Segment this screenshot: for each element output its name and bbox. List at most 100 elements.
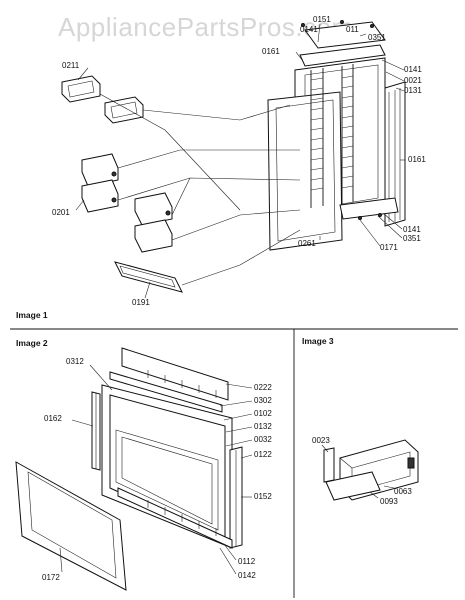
pointer [383, 213, 403, 230]
part-0201-shelf-4 [134, 219, 173, 253]
pointer [317, 23, 321, 43]
pointer [377, 215, 403, 239]
part-0172-front-frame [15, 461, 127, 591]
front-frame-inner [27, 471, 117, 579]
part-0201-shelves [81, 153, 173, 253]
pointer [77, 67, 89, 81]
section-title-image2: Image 2 [16, 338, 48, 348]
label-0032: 0032 [254, 435, 272, 444]
label-0351-top: 0351 [368, 33, 386, 42]
label-0161-top: 0161 [262, 47, 280, 56]
part-0141-bottom-rail [339, 197, 399, 220]
door-window [115, 429, 219, 531]
pointer [225, 439, 253, 447]
label-0141-bottom: 0141 [403, 225, 421, 234]
part-0112-bottom-trim [117, 487, 233, 549]
pointer [385, 71, 405, 82]
part-0093-drawer-tray [325, 471, 381, 501]
screw-row [147, 370, 217, 398]
label-0351-bottom: 0351 [403, 234, 421, 243]
section-title-image3: Image 3 [302, 336, 334, 346]
label-0141-right: 0141 [404, 65, 422, 74]
label-0063: 0063 [394, 487, 412, 496]
shelf-rail-inner [119, 265, 176, 288]
label-0161-right: 0161 [408, 155, 426, 164]
label-0191: 0191 [132, 298, 150, 307]
image2-group: Image 2 [15, 338, 272, 591]
label-0152: 0152 [254, 492, 272, 501]
pointer [219, 547, 237, 575]
pointer [225, 426, 253, 433]
ladder-rungs-right [341, 75, 354, 189]
label-0142: 0142 [238, 571, 256, 580]
label-011: 011 [346, 25, 359, 34]
leader-line [171, 177, 191, 216]
section-title-image1: Image 1 [16, 310, 48, 320]
pointer [89, 364, 113, 391]
part-0023-drawer-front [323, 447, 335, 483]
image1-group: 0151 0141 011 0351 0161 0141 0021 0131 0… [16, 15, 426, 320]
leader-line [99, 93, 241, 211]
screw-icon [358, 216, 362, 220]
pointer [223, 413, 253, 421]
screw-icon [340, 20, 344, 24]
label-0201: 0201 [52, 208, 70, 217]
part-0351-top-plate [304, 21, 386, 49]
pointer [369, 491, 379, 499]
label-0131: 0131 [404, 86, 422, 95]
label-0102: 0102 [254, 409, 272, 418]
pointer [321, 444, 329, 453]
pointer [144, 281, 151, 299]
label-0112: 0112 [238, 557, 256, 566]
label-0162: 0162 [44, 414, 62, 423]
label-0312: 0312 [66, 357, 84, 366]
clip-icon [111, 171, 117, 177]
part-0201-shelf-2 [81, 179, 119, 213]
part-0141-top-rail [299, 44, 386, 67]
leader-line [181, 229, 301, 286]
screw-icon [370, 24, 374, 28]
bin-1-inner [67, 80, 95, 98]
label-0132: 0132 [254, 422, 272, 431]
label-0122: 0122 [254, 450, 272, 459]
part-0211-bin-2 [104, 96, 144, 124]
part-0261-door-frame [267, 91, 343, 251]
part-0201-shelf-3 [134, 192, 173, 226]
pointer [223, 543, 237, 561]
clip-icon [165, 210, 171, 216]
label-0172: 0172 [42, 573, 60, 582]
screw-row-bottom [147, 500, 217, 536]
label-0023: 0023 [312, 436, 330, 445]
latch-icon [407, 457, 415, 469]
screw-icon [378, 213, 382, 217]
label-0141-top: 0141 [300, 25, 318, 34]
pointer [359, 219, 381, 247]
pointer [295, 51, 303, 61]
label-0302: 0302 [254, 396, 272, 405]
label-0151: 0151 [313, 15, 331, 24]
leader-line [142, 104, 291, 121]
door-frame-inner [275, 99, 336, 242]
label-0171: 0171 [380, 243, 398, 252]
pointer [219, 400, 253, 407]
image3-group: Image 3 0023 0063 0093 [302, 336, 419, 506]
label-0021: 0021 [404, 76, 422, 85]
ladder-rungs-left [310, 77, 324, 191]
label-0211: 0211 [62, 61, 80, 70]
part-0222-top-panel [121, 347, 229, 401]
part-0211-bin-1 [61, 75, 101, 103]
door-window-inner [121, 436, 213, 525]
pointer [75, 199, 85, 211]
label-0261: 0261 [298, 239, 316, 248]
pointer [383, 485, 395, 489]
leader-line [117, 149, 300, 169]
label-0093: 0093 [380, 497, 398, 506]
pointer [359, 33, 367, 37]
pointer [395, 87, 405, 92]
pointer [59, 547, 63, 573]
pointer [240, 454, 253, 459]
pointer [71, 419, 94, 427]
drawer-edge [404, 439, 419, 453]
